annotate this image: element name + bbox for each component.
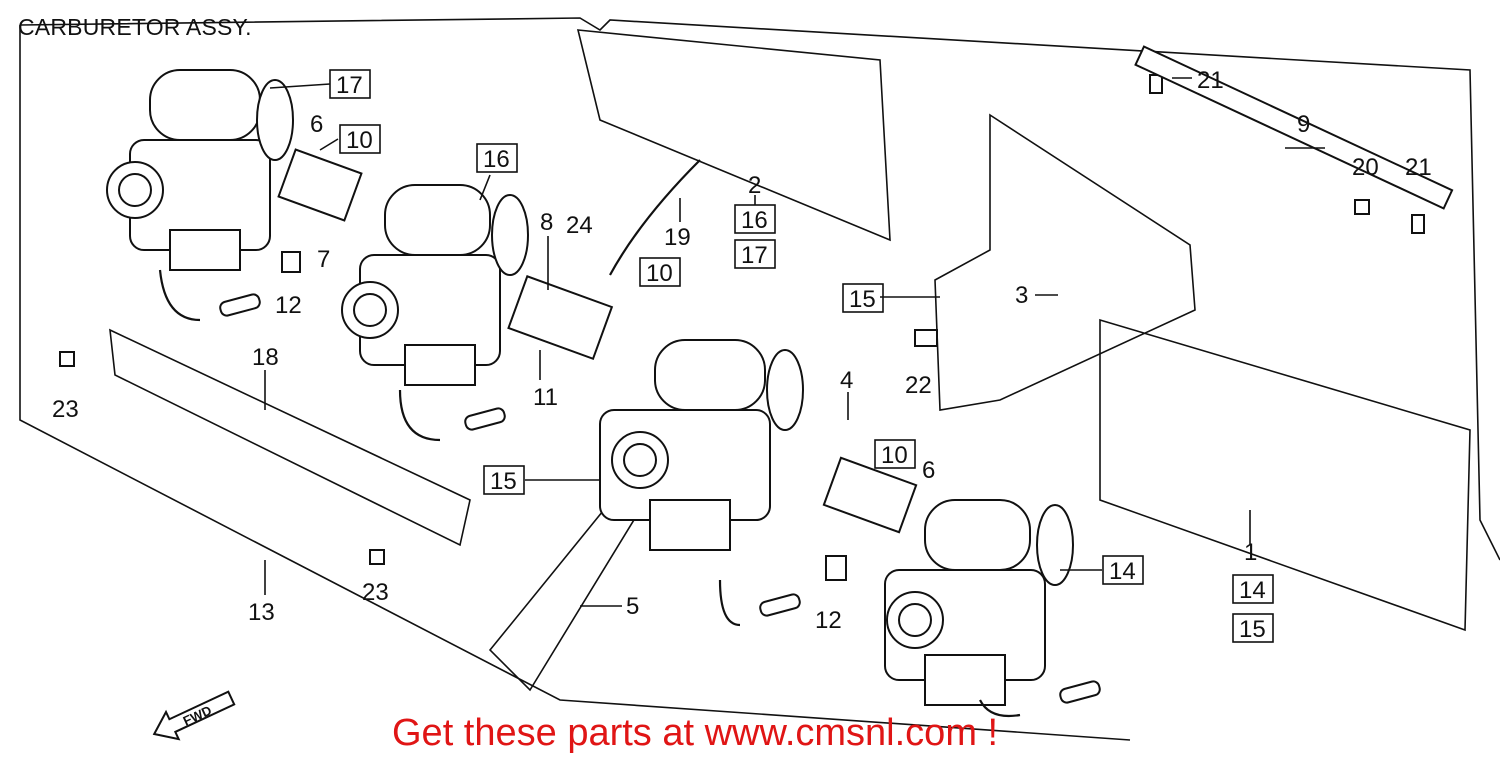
link-rod-9 — [1134, 45, 1454, 210]
callout-7-text: 7 — [317, 246, 330, 273]
panel-part-3 — [934, 113, 1196, 411]
carburetor-4 — [884, 499, 1074, 706]
cap-12b — [825, 555, 847, 581]
hose-4 — [979, 699, 1021, 718]
hose-piece-2 — [464, 407, 506, 431]
screw-21b — [1411, 214, 1425, 234]
callout-1-text: 1 — [1244, 539, 1257, 566]
hose-piece-4 — [1059, 680, 1101, 704]
footer-link-text[interactable]: Get these parts at www.cmsnl.com ! — [392, 712, 999, 754]
callout-15c: 15 — [1232, 613, 1274, 643]
callout-16a: 16 — [476, 143, 518, 173]
screw-23b — [369, 549, 385, 565]
callout-16b: 16 — [734, 204, 776, 234]
fuel-joint-1 — [277, 148, 363, 222]
screw-22 — [914, 329, 938, 347]
callout-14a: 14 — [1102, 555, 1144, 585]
callout-10c-text: 10 — [881, 442, 908, 469]
callout-10b: 10 — [639, 257, 681, 287]
callout-14b-text: 14 — [1239, 577, 1266, 604]
callout-10a-text: 10 — [346, 127, 373, 154]
callout-17a-text: 17 — [336, 72, 363, 99]
callout-6a-text: 6 — [310, 111, 323, 138]
callout-17b: 17 — [734, 239, 776, 269]
hose-piece-3 — [759, 593, 801, 617]
callout-20-text: 20 — [1352, 154, 1379, 181]
screw-23a — [59, 351, 75, 367]
callout-24-text: 24 — [566, 212, 593, 239]
callout-4-text: 4 — [840, 367, 853, 394]
callout-3-text: 3 — [1015, 282, 1028, 309]
callout-15b: 15 — [842, 283, 884, 313]
callout-17a: 17 — [329, 69, 371, 99]
assembly-outline — [19, 17, 1500, 561]
callout-8-text: 8 — [540, 209, 553, 236]
callout-10b-text: 10 — [646, 260, 673, 287]
callout-6b-text: 6 — [922, 457, 935, 484]
callout-18-text: 18 — [252, 344, 279, 371]
callout-5-text: 5 — [626, 593, 639, 620]
fuel-joint-2 — [507, 275, 614, 361]
callout-19-text: 19 — [664, 224, 691, 251]
callout-21a-text: 21 — [1197, 67, 1224, 94]
callout-15c-text: 15 — [1239, 616, 1266, 643]
vent-tube-19 — [609, 159, 701, 276]
fwd-arrow-icon: FWD — [152, 690, 236, 741]
carburetor-1 — [106, 69, 294, 271]
leader-17a — [269, 83, 331, 89]
callout-16a-text: 16 — [483, 146, 510, 173]
callout-21b-text: 21 — [1405, 154, 1432, 181]
leader-16a — [479, 174, 491, 201]
screw-20 — [1354, 199, 1370, 215]
panel-part-1 — [1099, 318, 1471, 632]
callout-15a: 15 — [483, 465, 525, 495]
callout-13-text: 13 — [248, 599, 275, 626]
cap-12a — [281, 251, 301, 273]
hose-2 — [398, 389, 441, 442]
assembly-outline-bottom — [19, 25, 1131, 741]
hose-piece-1 — [219, 293, 261, 317]
hose-3 — [718, 579, 741, 627]
diagram-title: CARBURETOR ASSY. — [18, 14, 252, 40]
callout-14a-text: 14 — [1109, 558, 1136, 585]
callout-10c: 10 — [874, 439, 916, 469]
callout-14b: 14 — [1232, 574, 1274, 604]
callout-17b-text: 17 — [741, 242, 768, 269]
callout-9-text: 9 — [1297, 111, 1310, 138]
fwd-label: FWD — [181, 703, 214, 729]
callout-12b-text: 12 — [815, 607, 842, 634]
fuel-joint-3 — [822, 456, 918, 534]
callout-23a-text: 23 — [52, 396, 79, 423]
leader-10a — [319, 138, 339, 151]
callout-22-text: 22 — [905, 372, 932, 399]
callout-15a-text: 15 — [490, 468, 517, 495]
carburetor-3 — [599, 339, 804, 551]
screw-21a — [1149, 74, 1163, 94]
callout-2-text: 2 — [748, 172, 761, 199]
callout-11-text: 11 — [533, 384, 558, 411]
callout-23b-text: 23 — [362, 579, 389, 606]
callout-16b-text: 16 — [741, 207, 768, 234]
callout-12a-text: 12 — [275, 292, 302, 319]
callout-10a: 10 — [339, 124, 381, 154]
hose-1 — [158, 269, 201, 322]
panel-part-2 — [576, 29, 891, 242]
panel-part-18 — [109, 328, 471, 547]
callout-15b-text: 15 — [849, 286, 876, 313]
carburetor-2 — [341, 184, 529, 386]
